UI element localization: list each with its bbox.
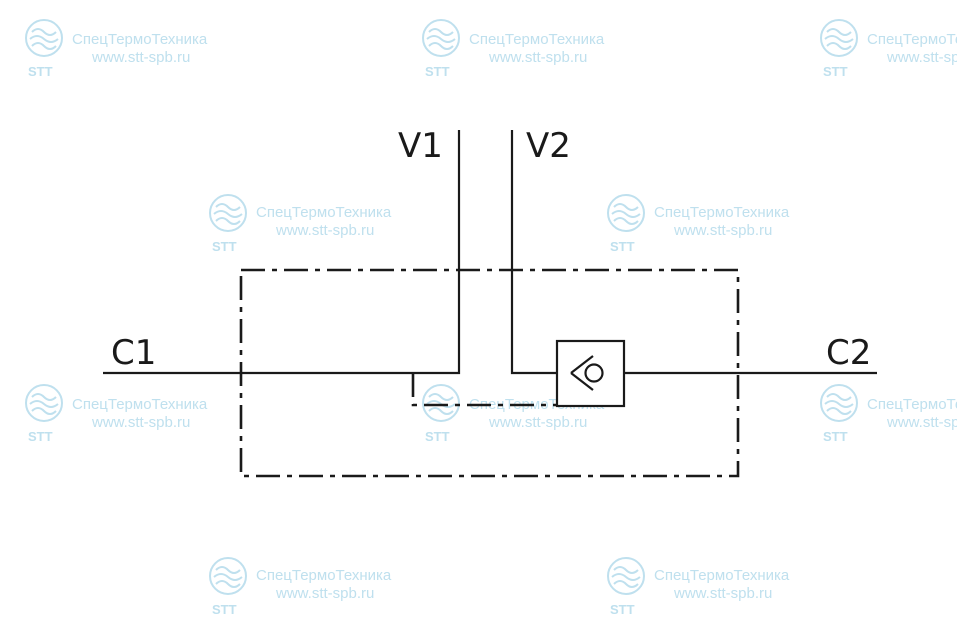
watermark: STT СпецТермоТехника www.stt-spb.ru <box>209 557 392 617</box>
watermark-abbr: STT <box>28 64 53 79</box>
watermark-company: СпецТермоТехника <box>72 31 208 48</box>
watermark-site: www.stt-spb.ru <box>488 49 587 66</box>
watermark-site: www.stt-spb.ru <box>91 49 190 66</box>
check-valve-ball-icon <box>584 363 604 383</box>
watermark-site: www.stt-spb.ru <box>673 585 772 602</box>
watermark-site: www.stt-spb.ru <box>886 414 957 431</box>
watermark: STT СпецТермоТехника www.stt-spb.ru <box>820 19 957 79</box>
stt-logo-icon <box>607 557 645 595</box>
watermark-company: СпецТермоТехника <box>256 204 392 221</box>
watermark-abbr: STT <box>28 429 53 444</box>
watermark-abbr: STT <box>823 429 848 444</box>
c1-v1-line <box>103 130 461 375</box>
port-label-v1: V1 <box>398 126 443 166</box>
watermark-abbr: STT <box>610 239 635 254</box>
stt-logo-icon <box>25 19 63 57</box>
watermark: STT СпецТермоТехника www.stt-spb.ru <box>209 194 392 254</box>
port-label-c2: C2 <box>826 333 871 373</box>
stt-logo-icon <box>209 557 247 595</box>
stt-logo-icon <box>422 19 460 57</box>
v2-line <box>510 130 557 375</box>
watermark-company: СпецТермоТехника <box>256 567 392 584</box>
watermark-abbr: STT <box>823 64 848 79</box>
stt-logo-icon <box>209 194 247 232</box>
schematic: V1 V2 C1 C2 <box>103 126 877 478</box>
watermark-site: www.stt-spb.ru <box>275 222 374 239</box>
check-valve-box <box>555 339 626 408</box>
watermark: STT СпецТермоТехника www.stt-spb.ru <box>607 557 790 617</box>
check-valve <box>555 339 626 408</box>
watermark: STT СпецТермоТехника www.stt-spb.ru <box>422 19 605 79</box>
watermark-site: www.stt-spb.ru <box>886 49 957 66</box>
watermark-company: СпецТермоТехника <box>654 567 790 584</box>
watermark: STT СпецТермоТехника www.stt-spb.ru <box>820 384 957 444</box>
watermark-abbr: STT <box>610 602 635 617</box>
watermark-abbr: STT <box>212 239 237 254</box>
watermark-site: www.stt-spb.ru <box>673 222 772 239</box>
stt-logo-icon <box>607 194 645 232</box>
watermark: STT СпецТермоТехника www.stt-spb.ru <box>25 19 208 79</box>
watermark-abbr: STT <box>425 429 450 444</box>
stt-logo-icon <box>820 384 858 422</box>
watermark: STT СпецТермоТехника www.stt-spb.ru <box>607 194 790 254</box>
watermark-company: СпецТермоТехника <box>867 396 957 413</box>
watermark-site: www.stt-spb.ru <box>91 414 190 431</box>
check-valve-seat-icon <box>570 355 594 391</box>
port-label-v2: V2 <box>526 126 571 166</box>
stt-logo-icon <box>820 19 858 57</box>
pilot-line <box>411 373 557 407</box>
watermark-abbr: STT <box>425 64 450 79</box>
watermark: STT СпецТермоТехника www.stt-spb.ru <box>25 384 208 444</box>
watermark-company: СпецТермоТехника <box>469 31 605 48</box>
watermark-site: www.stt-spb.ru <box>488 414 587 431</box>
watermark-site: www.stt-spb.ru <box>275 585 374 602</box>
watermark-abbr: STT <box>212 602 237 617</box>
watermark-company: СпецТермоТехника <box>654 204 790 221</box>
port-label-c1: C1 <box>111 333 156 373</box>
stt-logo-icon <box>422 384 460 422</box>
stt-logo-icon <box>25 384 63 422</box>
watermark-company: СпецТермоТехника <box>867 31 957 48</box>
watermark-company: СпецТермоТехника <box>72 396 208 413</box>
watermark-group: STT СпецТермоТехника www.stt-spb.ru STT … <box>25 19 957 617</box>
